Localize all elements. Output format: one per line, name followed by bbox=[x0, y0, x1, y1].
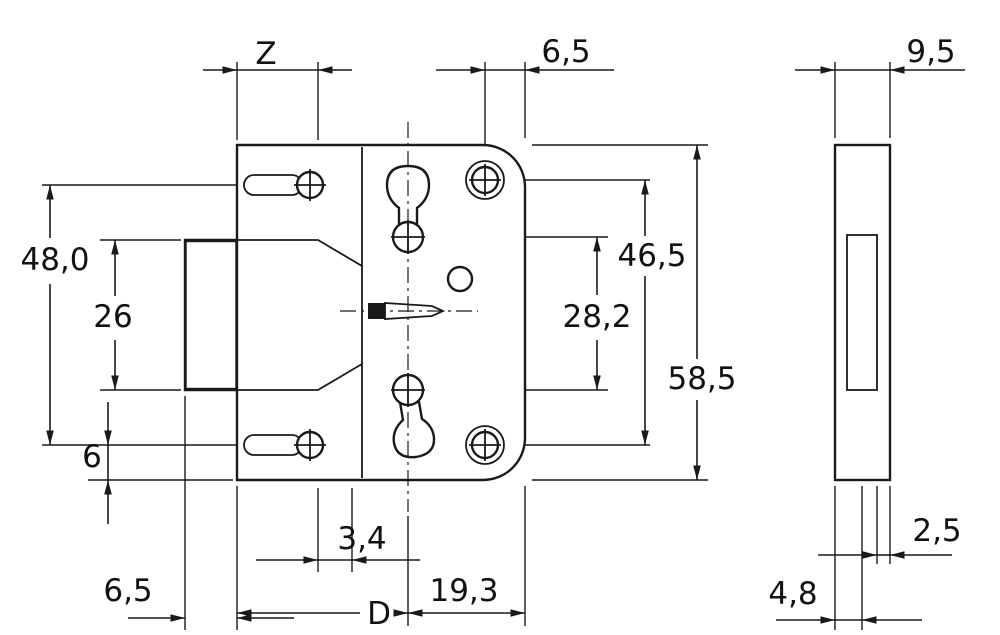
dim-label-2-5: 2,5 bbox=[912, 513, 961, 549]
screw-top-left bbox=[294, 169, 326, 201]
bolt-tail bbox=[237, 239, 363, 391]
screw-top-right bbox=[465, 160, 505, 200]
dim-label-4-8: 4,8 bbox=[768, 576, 817, 612]
mounting-slot-bottom bbox=[243, 434, 303, 456]
dim-label-d: D bbox=[367, 596, 391, 632]
dim-label-46-5: 46,5 bbox=[617, 238, 686, 274]
dim-label-z: Z bbox=[255, 36, 276, 72]
dimension-lines bbox=[46, 66, 965, 624]
dim-label-19-3: 19,3 bbox=[429, 573, 498, 609]
bolt-fill bbox=[184, 239, 238, 391]
dim-label-6-5-top: 6,5 bbox=[541, 34, 590, 70]
centerlines bbox=[340, 122, 478, 512]
bolt-outline bbox=[183, 238, 237, 392]
screw-bottom-right bbox=[465, 425, 505, 465]
dim-label-6-5-bolt: 6,5 bbox=[103, 573, 152, 609]
dim-label-6: 6 bbox=[82, 439, 102, 475]
dim-label-26: 26 bbox=[93, 299, 132, 335]
dim-label-48-0: 48,0 bbox=[20, 242, 89, 278]
screw-bottom-left bbox=[294, 429, 326, 461]
dim-label-3-4: 3,4 bbox=[337, 521, 386, 557]
case-hole bbox=[446, 265, 474, 293]
dimension-labels: Z 6,5 9,5 48,0 26 6 46,5 28,2 58,5 3,4 6… bbox=[20, 34, 961, 632]
lock-front-view bbox=[183, 143, 527, 482]
dim-label-58-5: 58,5 bbox=[667, 361, 736, 397]
mounting-slot-top bbox=[243, 174, 303, 196]
dim-label-28-2: 28,2 bbox=[562, 299, 631, 335]
side-bolt-face bbox=[846, 234, 878, 391]
dim-label-9-5: 9,5 bbox=[906, 34, 955, 70]
lock-side-view bbox=[833, 143, 892, 482]
